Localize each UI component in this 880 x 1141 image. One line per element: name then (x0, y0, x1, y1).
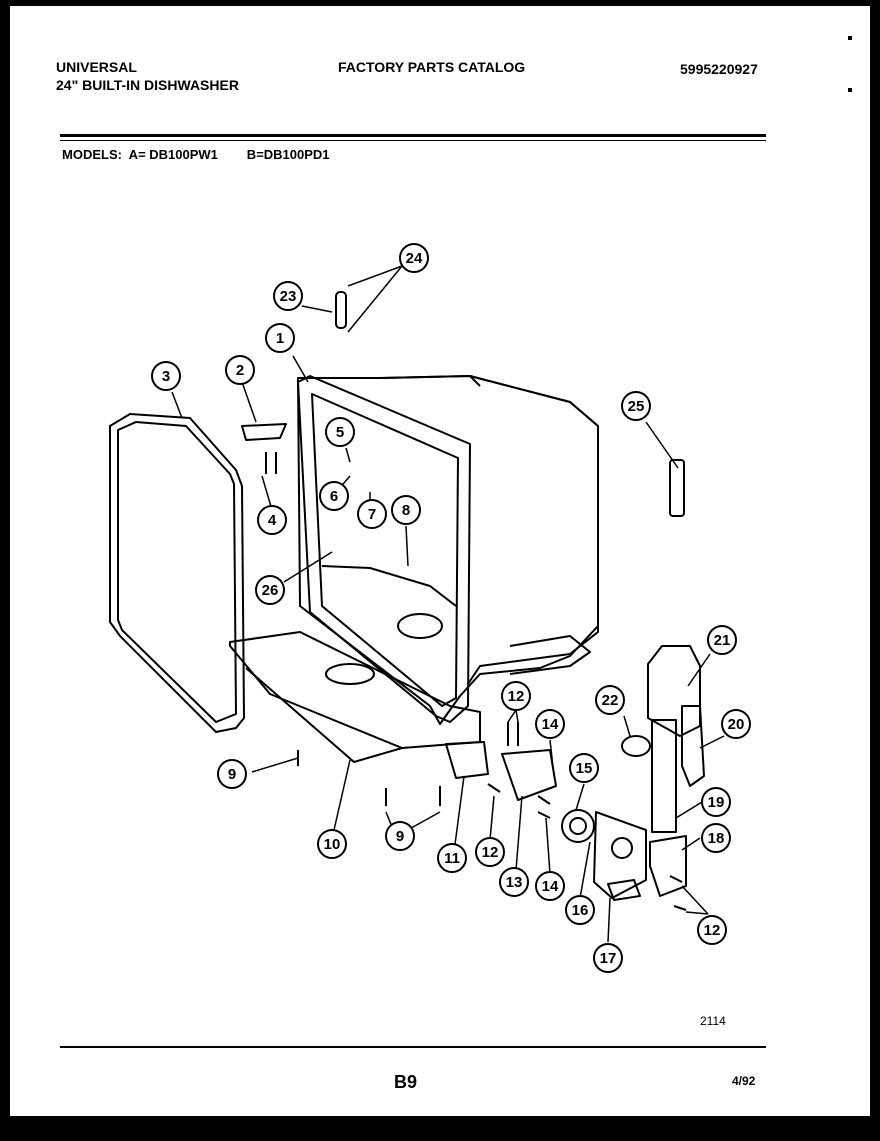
callout-23: 23 (280, 288, 297, 305)
leader-12b (489, 795, 495, 841)
sump-opening (397, 613, 443, 639)
callout-18: 18 (708, 830, 725, 847)
callout-12b: 12 (482, 844, 499, 861)
leader-18 (681, 837, 701, 851)
margin-mark (848, 36, 852, 40)
callout-21: 21 (714, 632, 731, 649)
door-hinge (241, 423, 287, 441)
leader-3 (171, 391, 183, 419)
leader-24 (347, 265, 403, 333)
base-opening (325, 663, 375, 685)
page-number: B9 (394, 1072, 418, 1092)
leader-25 (645, 421, 679, 469)
callout-25: 25 (628, 398, 645, 415)
motor-pulley (561, 809, 595, 843)
footer-rule (60, 1046, 766, 1048)
callout-9b: 9 (396, 828, 404, 845)
leader-13 (515, 795, 523, 871)
callout-16: 16 (572, 902, 589, 919)
tub-base-front (245, 667, 403, 763)
header-rule (60, 134, 766, 137)
diagram-id: 2114 (700, 1014, 726, 1028)
leader-2 (241, 381, 257, 423)
callout-15: 15 (576, 760, 593, 777)
callout-12a: 12 (508, 688, 525, 705)
callout-20: 20 (728, 716, 745, 733)
callout-2: 2 (236, 362, 244, 379)
detergent-dispenser (647, 645, 701, 737)
motor-housing (501, 749, 557, 801)
callout-8: 8 (402, 502, 410, 519)
callout-26: 26 (262, 582, 279, 599)
leader-1 (292, 355, 309, 383)
callout-1: 1 (276, 330, 284, 347)
leader-5 (345, 447, 351, 463)
leader-22 (623, 715, 631, 737)
brand-title: UNIVERSAL (56, 59, 137, 75)
callout-7: 7 (368, 506, 376, 523)
models-line: MODELS: A= DB100PW1 B=DB100PD1 (62, 147, 330, 162)
callout-19: 19 (708, 794, 725, 811)
catalog-number: 5995220927 (680, 61, 758, 77)
leader-26 (283, 551, 333, 583)
leader-14a (549, 739, 555, 777)
tub-side-panel (467, 375, 599, 685)
tub-rear-base (509, 635, 591, 675)
pump-assembly (649, 835, 687, 897)
leader-12a (507, 709, 519, 723)
leader-4 (261, 475, 273, 511)
motor-mounting-plate (593, 811, 647, 899)
tub-inner-frame (311, 393, 459, 707)
callout-22: 22 (602, 692, 619, 709)
leader-9a (251, 757, 299, 773)
leader-16 (579, 841, 591, 899)
drain-hose-curve (681, 705, 705, 787)
callout-11: 11 (444, 850, 460, 867)
callout-24: 24 (406, 250, 423, 267)
product-title: 24" BUILT-IN DISHWASHER (56, 77, 239, 93)
leader-23 (301, 305, 333, 313)
inlet-fitting (669, 459, 685, 517)
leader-20 (699, 735, 725, 749)
leader-15 (575, 783, 585, 811)
tub-top-edge (379, 375, 481, 387)
plate-foot (607, 879, 641, 901)
leader-10 (333, 759, 351, 831)
callout-5: 5 (336, 424, 344, 441)
tub-front-frame (297, 375, 471, 723)
callout-4: 4 (268, 512, 277, 529)
leader-8 (405, 525, 409, 567)
callout-3: 3 (162, 368, 170, 385)
leader-17 (607, 897, 611, 943)
callout-14b: 14 (542, 878, 559, 895)
plate-hole (611, 837, 633, 859)
margin-mark (848, 88, 852, 92)
motor-mount-bracket (445, 741, 489, 779)
callout-14a: 14 (542, 716, 559, 733)
leader-19 (675, 801, 703, 819)
leader-21 (687, 653, 711, 687)
tub-floor (321, 565, 457, 607)
callout-6: 6 (330, 488, 338, 505)
callout-13: 13 (506, 874, 523, 891)
drain-hose (651, 719, 677, 833)
hose-clamp (621, 735, 651, 757)
revision-date: 4/92 (732, 1074, 756, 1088)
door-gasket (109, 413, 245, 733)
exploded-parts-diagram: 1 2 3 4 5 6 7 8 9 9 10 11 12 12 12 13 14… (109, 243, 751, 973)
door-gasket-inner (117, 421, 237, 723)
callout-10: 10 (324, 836, 341, 853)
catalog-title: FACTORY PARTS CATALOG (338, 59, 526, 75)
header-rule-thin (60, 140, 766, 141)
callout-9a: 9 (228, 766, 236, 783)
motor-pulley-hub (569, 817, 587, 835)
leader-12c (681, 885, 709, 915)
callout-12c: 12 (704, 922, 721, 939)
leader-14b (545, 817, 551, 875)
callout-17: 17 (600, 950, 617, 967)
fill-tube (335, 291, 347, 329)
parts-catalog-page: UNIVERSAL 24" BUILT-IN DISHWASHER FACTOR… (10, 6, 870, 1116)
leader-11 (453, 775, 465, 853)
